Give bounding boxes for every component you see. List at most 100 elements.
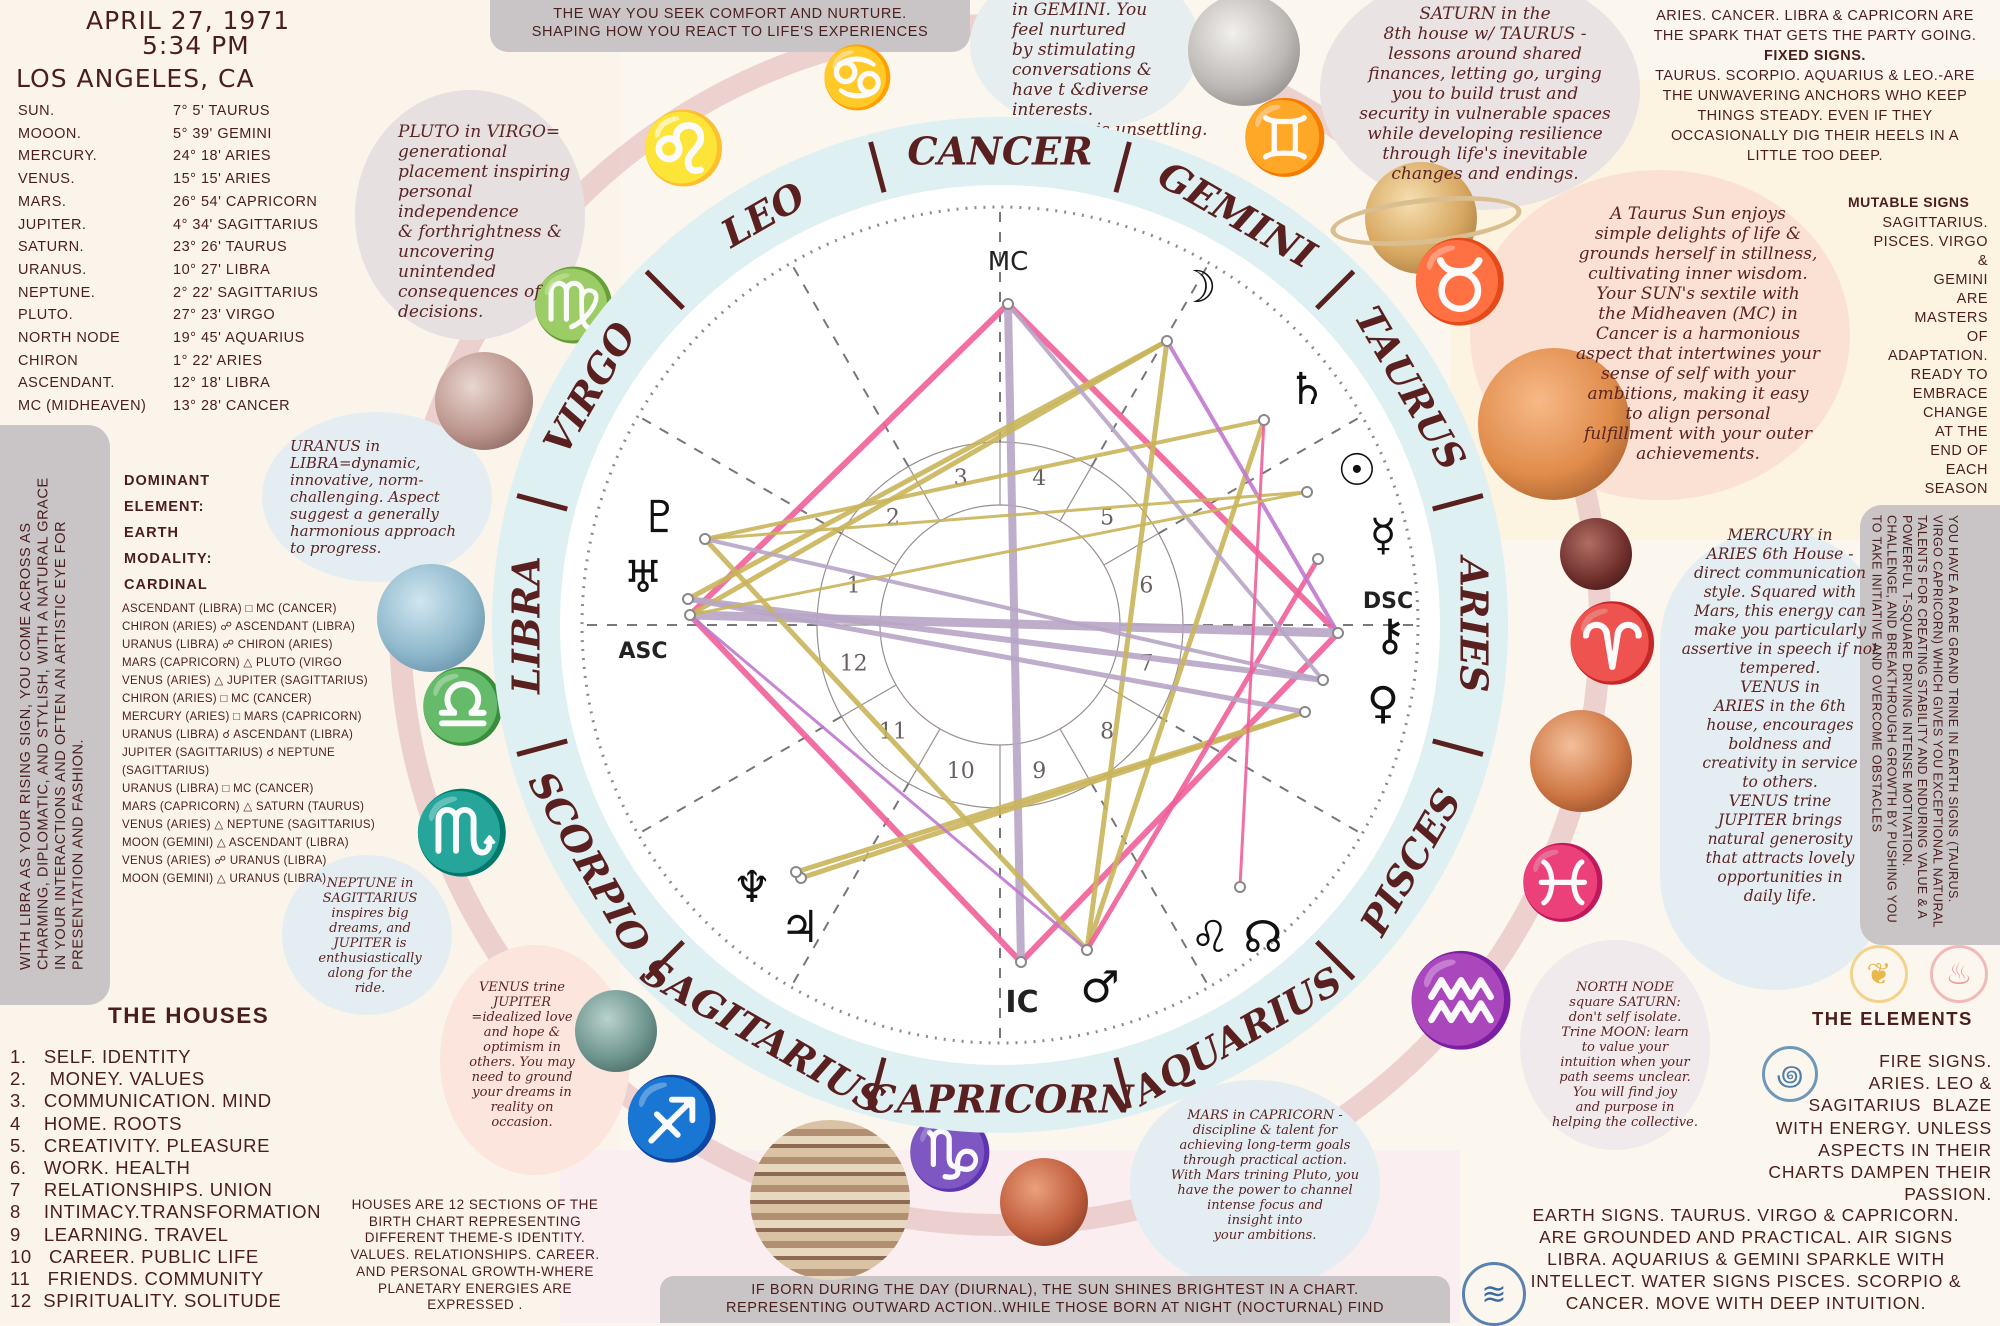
aspect-line xyxy=(687,612,1024,965)
aspect-line xyxy=(703,537,1325,682)
house-number: 5 xyxy=(1100,505,1114,530)
sign-label: CAPRICORN xyxy=(866,1077,1135,1122)
aspect-line xyxy=(1165,339,1340,635)
note-line: Cancer is a harmonious xyxy=(1595,324,1801,344)
house-item: 7 RELATIONSHIPS. UNION xyxy=(10,1179,273,1201)
house-item: 1. SELF. IDENTITY xyxy=(10,1046,192,1067)
placement-row: SATURN.23° 26' TAURUS xyxy=(18,236,338,259)
elements-line: ARE GROUNDED AND PRACTICAL. AIR SIGNS xyxy=(1539,1227,1953,1247)
note-line: changes and endings. xyxy=(1391,164,1579,184)
aspect-item: URANUS (LIBRA) ☌ ASCENDANT (LIBRA) xyxy=(122,729,354,741)
mutable-line: CHANGE xyxy=(1922,405,1988,421)
note-line: along for the xyxy=(327,966,413,981)
top-band: THE WAY YOU SEEK COMFORT AND NURTURE. SH… xyxy=(490,0,970,52)
aspect-item: MARS (CAPRICORN) △ SATURN (TAURUS) xyxy=(122,801,365,813)
modality-value: CARDINAL xyxy=(124,577,208,593)
placement-body: SUN. xyxy=(18,103,55,119)
note-line: and purpose in xyxy=(1575,1100,1675,1115)
mutable-line: GEMINI xyxy=(1933,272,1988,288)
note-line: generational xyxy=(398,142,508,162)
note-line: intuition when your xyxy=(1560,1055,1690,1070)
sign-divider xyxy=(516,738,568,757)
sign-divider xyxy=(1315,940,1356,981)
placement-body: MC (MIDHEAVEN) xyxy=(18,398,147,415)
houses-title: THE HOUSES xyxy=(108,1003,270,1028)
placement-body: VENUS. xyxy=(18,171,75,188)
note-line: cultivating inner wisdom. xyxy=(1588,264,1808,284)
houses-note: HOUSES ARE 12 SECTIONS OF THE BIRTH CHAR… xyxy=(350,1197,600,1313)
bubble-saturn-note xyxy=(1320,0,1640,210)
placement-position: 2° 22' SAGITTARIUS xyxy=(173,284,319,301)
placement-row: MOOON.5° 39' GEMINI xyxy=(18,123,338,146)
top-band-line-1: THE WAY YOU SEEK COMFORT AND NURTURE. xyxy=(553,6,907,22)
grand-trine-band xyxy=(1860,505,2000,945)
fixed-line-4: OCCASIONALLY DIG THEIR HEELS IN A xyxy=(1670,128,1960,144)
note-line: have t &diverse interests. xyxy=(1012,80,1149,120)
note-line: MERCURY in xyxy=(1727,526,1833,544)
aspect-item: JUPITER (SAGITTARIUS) ☌ NEPTUNE (SAGITTA… xyxy=(122,747,335,777)
chart-point xyxy=(1234,881,1246,893)
sign-divider xyxy=(1315,269,1356,310)
note-line: in GEMINI. You xyxy=(1012,0,1148,20)
note-line: NORTH NODE xyxy=(1576,980,1674,995)
chart-point xyxy=(790,866,802,878)
fire-line: SAGITARIUS BLAZE xyxy=(1808,1095,1992,1116)
placement-position: 12° 18' LIBRA xyxy=(173,375,271,392)
note-line: others. You may xyxy=(469,1055,575,1070)
placement-body: MOOON. xyxy=(18,125,82,142)
moon-image xyxy=(1188,0,1300,106)
mars-image-right xyxy=(1478,348,1630,500)
bubble-mars-note xyxy=(1130,1080,1380,1290)
mercury-image xyxy=(1560,518,1632,590)
aspect-line xyxy=(793,709,1308,875)
uranus-image xyxy=(377,564,485,672)
house-divider xyxy=(907,728,941,784)
asc-label: ASC xyxy=(618,639,667,664)
bubble-uranus-note xyxy=(262,412,492,582)
taurus-illustration: ♉ xyxy=(1410,237,1510,326)
moon-glyph-icon: ☽ xyxy=(1177,262,1216,313)
fire-line: WITH ENERGY. UNLESS xyxy=(1775,1117,1992,1138)
note-line: house, encourages xyxy=(1706,716,1854,734)
sign-divider xyxy=(1432,493,1484,512)
dominant-label: DOMINANT xyxy=(124,473,211,489)
sign-divider xyxy=(868,141,887,193)
note-line: tempered. xyxy=(1739,659,1821,677)
note-line: security in vulnerable spaces xyxy=(1359,104,1611,124)
note-line: achieving long-term goals xyxy=(1179,1138,1351,1153)
note-line: creativity in service xyxy=(1702,754,1858,772)
house-divider xyxy=(841,684,897,718)
mutable-line: MASTERS xyxy=(1914,310,1988,326)
fire-line: CHARTS DAMPEN THEIR xyxy=(1768,1162,1992,1183)
birth-place: LOS ANGELES, CA xyxy=(16,64,255,93)
house-number: 2 xyxy=(886,505,900,530)
leo-illustration: ♌ xyxy=(640,109,728,187)
cardinal-block: ARIES. CANCER. LIBRA & CAPRICORN ARE THE… xyxy=(1640,6,1990,166)
note-line: JUPITER brings xyxy=(1717,811,1843,829)
note-line: your dreams in xyxy=(472,1085,572,1100)
aspect-line xyxy=(1238,418,1266,889)
aspect-item: VENUS (ARIES) ☍ URANUS (LIBRA) xyxy=(122,855,327,867)
aspect-line xyxy=(703,418,1266,541)
note-line: occasion. xyxy=(491,1115,553,1130)
birth-date: APRIL 27, 1971 xyxy=(86,6,291,35)
sign-divider xyxy=(1113,1057,1132,1109)
note-line: need to ground xyxy=(471,1070,573,1085)
placement-position: 23° 26' TAURUS xyxy=(173,239,288,256)
mutable-line: EACH xyxy=(1945,462,1988,478)
mutable-line: SEASON xyxy=(1924,481,1988,497)
libra-illustration: ♎ xyxy=(418,667,508,747)
note-line: daily life. xyxy=(1743,887,1817,905)
placement-position: 15° 15' ARIES xyxy=(173,171,272,188)
note-line: and hope & xyxy=(483,1025,561,1040)
bubble-mercury-note xyxy=(1660,530,1890,990)
note-line: placement inspiring xyxy=(398,162,571,182)
note-line: ARIES in the 6th xyxy=(1713,697,1847,715)
house-number: 8 xyxy=(1100,720,1114,745)
note-line: LIBRA=dynamic, xyxy=(290,454,421,472)
note-line: that attracts lovely xyxy=(1705,849,1855,867)
house-item: 6. WORK. HEALTH xyxy=(10,1157,191,1179)
cardinal-line-2: THE SPARK THAT GETS THE PARTY GOING. xyxy=(1653,28,1977,44)
